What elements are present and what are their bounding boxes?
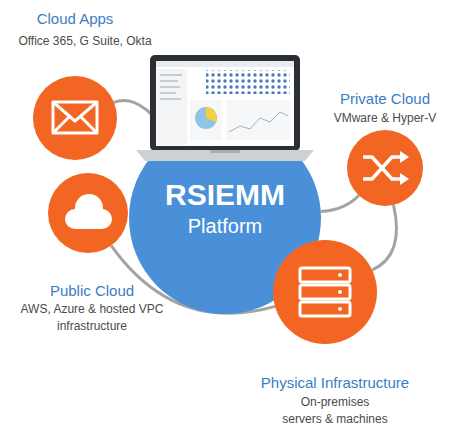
source-circle: Public CloudAWS, Azure & hosted VPC infr… — [48, 173, 128, 253]
laptop-screen — [156, 61, 294, 146]
shuffle-arrow — [363, 157, 401, 179]
connector-path — [372, 205, 396, 270]
node-description: On-premises servers & machines — [282, 394, 388, 428]
pie-slice — [206, 107, 217, 122]
envelope-icon — [53, 102, 97, 133]
shuffle-icon — [363, 151, 409, 185]
screen-panel — [190, 100, 222, 140]
sidebar-line — [160, 86, 180, 88]
arrow-head — [400, 151, 409, 163]
sidebar-line — [160, 98, 181, 100]
cloud-puff — [92, 209, 112, 229]
platform-subtitle: Platform — [150, 214, 300, 238]
node-description: VMware & Hyper-V — [320, 110, 450, 126]
envelope-body — [53, 102, 97, 133]
cloud-icon — [65, 194, 112, 229]
server-unit — [300, 302, 350, 316]
server-unit — [300, 285, 350, 299]
shuffle-arrow — [363, 157, 401, 179]
node-heading: Public Cloud — [17, 282, 167, 300]
envelope-fold — [53, 117, 69, 133]
node-description: Office 365, G Suite, Okta — [5, 33, 165, 49]
cloud-puff — [75, 194, 103, 222]
arrow-head — [400, 173, 409, 185]
server-led — [338, 307, 342, 311]
connector-path — [114, 100, 171, 138]
server-led — [338, 273, 342, 277]
envelope-fold — [81, 117, 97, 133]
screen-panel — [226, 100, 290, 140]
node-heading: Private Cloud — [320, 90, 450, 108]
node-heading: Cloud Apps — [0, 10, 150, 28]
node-heading: Physical Infrastructure — [235, 374, 435, 392]
source-circle: Physical InfrastructureOn-premises serve… — [273, 240, 377, 344]
dot-grid — [206, 70, 290, 94]
cloud-puff — [65, 209, 85, 229]
platform-title: RSIEMM — [140, 178, 310, 213]
connector-line — [114, 100, 171, 138]
screen-sidebar — [157, 69, 187, 145]
screen-graph — [229, 112, 288, 132]
source-circle: Cloud AppsOffice 365, G Suite, Okta — [33, 76, 117, 160]
connector-line — [372, 205, 396, 270]
sidebar-line — [160, 74, 182, 76]
server-unit — [300, 268, 350, 282]
cloud-base — [75, 215, 102, 229]
server-icon — [300, 268, 350, 316]
sidebar-line — [160, 92, 176, 94]
sidebar-line — [160, 80, 178, 82]
connector-line — [321, 196, 359, 212]
laptop-base — [136, 150, 314, 161]
source-circle: Private CloudVMware & Hyper-V — [347, 130, 423, 206]
connector-path — [321, 196, 359, 212]
node-description: AWS, Azure & hosted VPC infrastructure — [17, 301, 167, 335]
pie-chart — [195, 107, 217, 129]
server-led — [338, 290, 342, 294]
laptop-hinge — [210, 150, 240, 153]
envelope-flap — [53, 102, 97, 121]
laptop-bezel — [150, 55, 300, 151]
laptop-illustration — [136, 55, 314, 161]
screen-topbar — [156, 61, 294, 67]
